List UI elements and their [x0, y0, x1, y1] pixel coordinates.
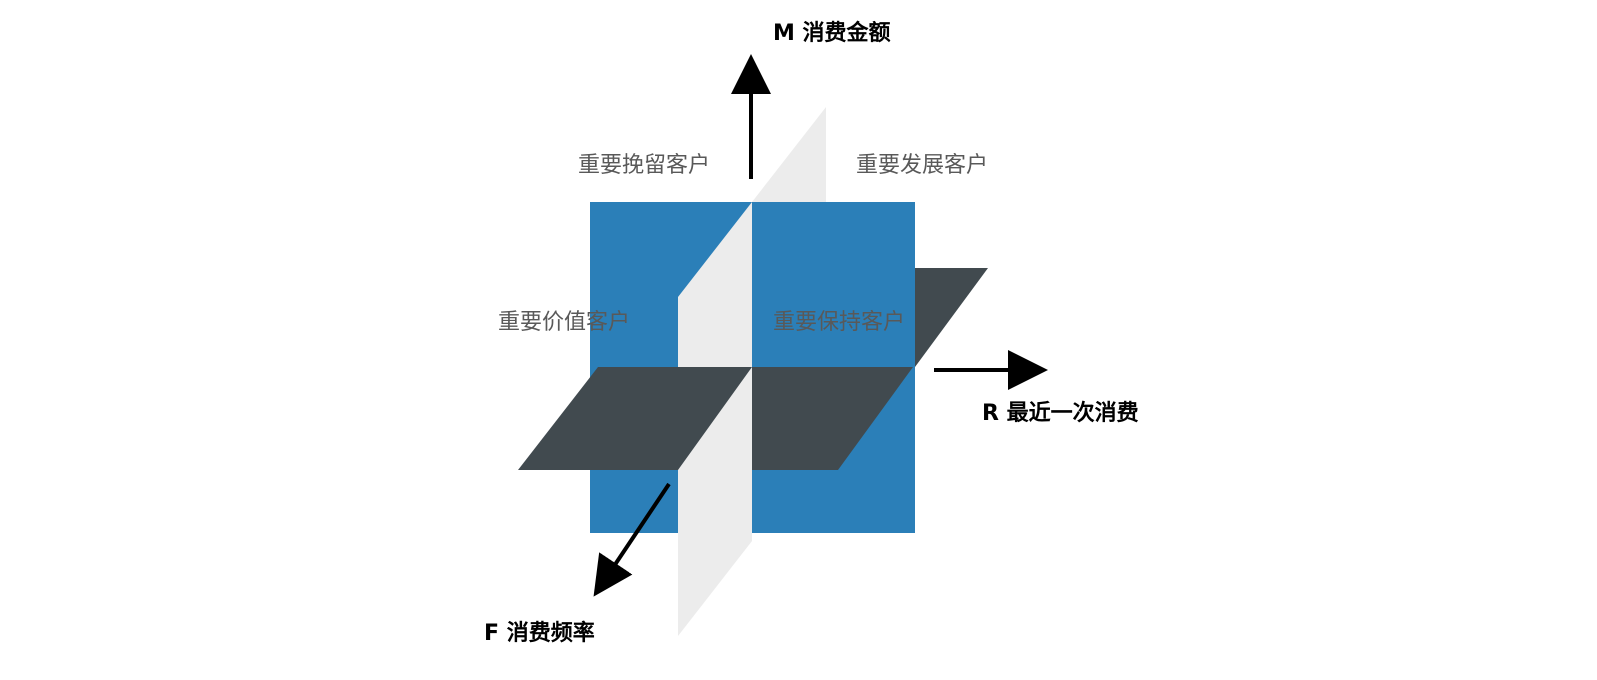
f-axis-arrow — [593, 482, 671, 597]
quadrant-label-top-right: 重要发展客户 — [856, 153, 989, 178]
quadrant-label-mid-left: 重要价值客户 — [498, 310, 631, 335]
light-plane-front — [678, 367, 752, 636]
dark-plane-back — [915, 268, 988, 367]
quadrant-label-mid-right: 重要保持客户 — [773, 310, 906, 335]
r-axis-label: R 最近一次消费 — [982, 401, 1139, 426]
m-axis-label: M 消费金额 — [773, 21, 891, 46]
f-axis-label: F 消费频率 — [484, 621, 595, 646]
quadrant-label-top-left: 重要挽留客户 — [578, 153, 711, 178]
light-plane-back — [752, 107, 826, 202]
